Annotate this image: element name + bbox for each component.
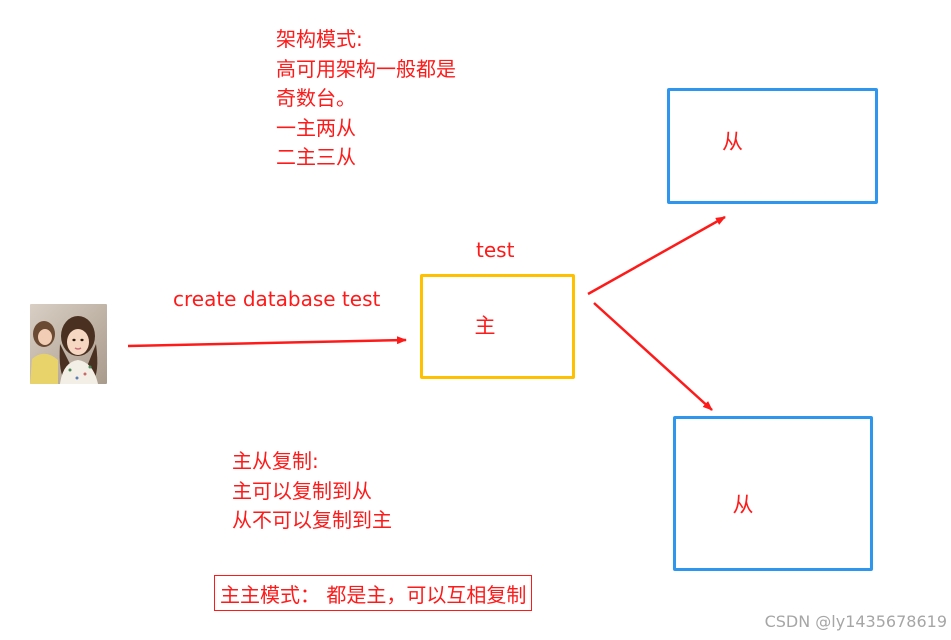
master-node: 主 xyxy=(420,274,575,379)
architecture-note-line: 奇数台。 xyxy=(276,86,356,110)
master-master-note: 主主模式： 都是主，可以互相复制 xyxy=(214,575,533,611)
replication-note-line: 主从复制: xyxy=(232,449,319,473)
architecture-note-line: 高可用架构一般都是 xyxy=(276,56,456,81)
master-db-label: test xyxy=(476,238,515,262)
architecture-note-line: 架构模式: xyxy=(276,27,363,51)
architecture-note-line: 二主三从 xyxy=(276,145,356,169)
command-label: create database test xyxy=(173,287,381,311)
master-node-label: 主 xyxy=(474,313,496,338)
client-avatar-icon xyxy=(30,304,107,384)
slave-node: 从 xyxy=(673,416,873,571)
master-to-slave-top-arrow xyxy=(587,215,726,296)
replication-note-line: 从不可以复制到主 xyxy=(232,508,392,532)
replication-note-line: 主可以复制到从 xyxy=(232,478,372,503)
slave-node-label: 从 xyxy=(722,130,743,154)
slave-node: 从 xyxy=(667,88,878,204)
replication-note: 主从复制: 主可以复制到从 从不可以复制到主 xyxy=(232,447,392,536)
architecture-note-line: 一主两从 xyxy=(276,115,356,140)
watermark: CSDN @ly1435678619 xyxy=(764,612,947,631)
master-to-slave-bottom-arrow xyxy=(593,302,713,411)
client-to-master-arrow xyxy=(127,336,407,348)
slave-node-label: 从 xyxy=(732,492,754,517)
architecture-note: 架构模式: 高可用架构一般都是 奇数台。 一主两从 二主三从 xyxy=(276,25,456,173)
